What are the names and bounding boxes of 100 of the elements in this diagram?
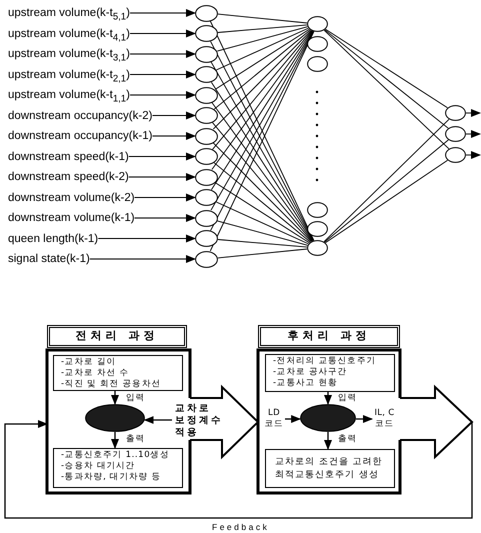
input-list-box bbox=[265, 354, 395, 392]
arrow bbox=[134, 214, 196, 222]
neuron-circle bbox=[195, 230, 218, 247]
panel-frame bbox=[258, 350, 400, 493]
model-ellipse bbox=[300, 404, 356, 432]
list-item: -승용차 대기시간 bbox=[61, 461, 136, 472]
neuron-circle bbox=[195, 107, 218, 124]
edge-label: 출력 bbox=[126, 434, 146, 445]
neuron-circle bbox=[195, 128, 218, 144]
arrow bbox=[152, 112, 196, 120]
connection-line bbox=[324, 30, 450, 150]
arrow bbox=[130, 50, 196, 58]
connection-line bbox=[216, 28, 309, 70]
arrow-label: 교차로 보정계수 적용 bbox=[175, 403, 223, 439]
panel-title-box: 전처리 과정 bbox=[47, 325, 187, 348]
connection-line bbox=[324, 160, 448, 244]
arrow bbox=[466, 130, 481, 138]
neuron-circle bbox=[195, 189, 218, 206]
arrow bbox=[324, 432, 332, 450]
connection-line bbox=[214, 182, 310, 244]
neuron-circle bbox=[195, 25, 218, 42]
list-item: -교통신호주기 1..10생성 bbox=[61, 450, 170, 461]
input-label: downstream occupancy(k-1) bbox=[8, 128, 152, 144]
input-label: queen length(k-1) bbox=[8, 230, 98, 246]
input-label: upstream volume(k-t$_{3,1}$) bbox=[8, 46, 130, 62]
list-item: -교차로 차선 수 bbox=[61, 368, 130, 379]
arrow bbox=[111, 391, 119, 405]
neuron-circle bbox=[445, 126, 466, 142]
neuron-circle bbox=[445, 105, 466, 121]
model-ellipse bbox=[85, 404, 145, 432]
input-label: upstream volume(k-t$_{2,1}$) bbox=[8, 66, 130, 82]
input-label: downstream speed(k-1) bbox=[8, 148, 129, 164]
connection-line bbox=[325, 28, 448, 108]
input-label: signal state(k-1) bbox=[8, 251, 90, 267]
connection-line bbox=[212, 142, 312, 242]
input-label: downstream volume(k-2) bbox=[8, 190, 135, 206]
arrow bbox=[130, 30, 196, 38]
arrow bbox=[130, 91, 196, 99]
neuron-circle bbox=[307, 36, 328, 52]
arrow bbox=[111, 432, 119, 449]
arrow bbox=[128, 152, 196, 160]
block-arrow bbox=[400, 385, 472, 459]
neuron-circle bbox=[445, 147, 466, 163]
input-label: downstream occupancy(k-2) bbox=[8, 108, 152, 124]
connection-line bbox=[212, 30, 312, 150]
input-label: upstream volume(k-t$_{4,1}$) bbox=[8, 26, 130, 42]
connection-line bbox=[216, 202, 309, 244]
neuron-circle bbox=[195, 86, 218, 104]
input-label: upstream volume(k-t$_{1,1}$) bbox=[8, 87, 130, 103]
input-list-box bbox=[53, 355, 183, 391]
neuron-circle bbox=[195, 46, 218, 62]
edge-label: 입력 bbox=[338, 393, 358, 404]
neuron-circle bbox=[307, 16, 328, 32]
neuron-circle bbox=[307, 240, 328, 256]
neuron-circle bbox=[195, 66, 218, 83]
connection-line bbox=[212, 122, 312, 242]
output-list-box bbox=[265, 449, 395, 488]
input-label: downstream volume(k-1) bbox=[8, 210, 135, 226]
arrow bbox=[152, 132, 196, 140]
edge-label: 출력 bbox=[338, 434, 358, 445]
list-item: -직진 및 회전 공용차선 bbox=[61, 379, 162, 390]
connection-line bbox=[216, 26, 308, 52]
input-label: downstream speed(k-2) bbox=[8, 169, 129, 185]
input-label: upstream volume(k-t$_{5,1}$) bbox=[8, 5, 130, 21]
arrow bbox=[128, 173, 196, 181]
connection-line bbox=[214, 29, 311, 110]
list-item: -교차로 길이 bbox=[61, 357, 117, 368]
arrow bbox=[466, 151, 481, 159]
list-item: -전처리의 교통신호주기 bbox=[273, 356, 377, 367]
connection-line bbox=[324, 118, 450, 242]
connection-line bbox=[214, 28, 310, 90]
arrow bbox=[89, 255, 196, 263]
box-text: 교차로의 조건을 고려한 최적교통신호주기 생성 bbox=[275, 456, 384, 482]
code-label: LD 코드 bbox=[263, 408, 285, 432]
neuron-circle bbox=[307, 221, 328, 237]
code-label: IL, C 코드 bbox=[372, 408, 397, 432]
arrow bbox=[356, 415, 373, 423]
arrow bbox=[144, 416, 172, 424]
neuron-circle bbox=[307, 202, 328, 218]
neuron-circle bbox=[195, 250, 218, 268]
neuron-circle bbox=[195, 148, 218, 165]
connection-line bbox=[217, 24, 308, 33]
arrow bbox=[134, 194, 196, 202]
connection-line bbox=[217, 239, 308, 248]
connection-line bbox=[217, 248, 308, 258]
list-item: -통과차량, 대기차량 등 bbox=[61, 472, 162, 483]
edge-label: Feedback bbox=[212, 522, 270, 533]
feedback-arrow bbox=[4, 420, 473, 519]
output-list-box bbox=[53, 448, 183, 488]
arrow bbox=[466, 109, 481, 117]
neuron-circle bbox=[195, 210, 218, 226]
connection-line bbox=[217, 14, 308, 24]
arrow bbox=[130, 70, 196, 78]
arrow bbox=[324, 392, 332, 405]
neuron-circle bbox=[195, 4, 218, 22]
neuron-circle bbox=[195, 168, 218, 186]
connection-line bbox=[214, 162, 311, 243]
neuron-circle bbox=[307, 56, 328, 72]
arrow bbox=[130, 9, 196, 17]
connection-line bbox=[212, 30, 312, 130]
